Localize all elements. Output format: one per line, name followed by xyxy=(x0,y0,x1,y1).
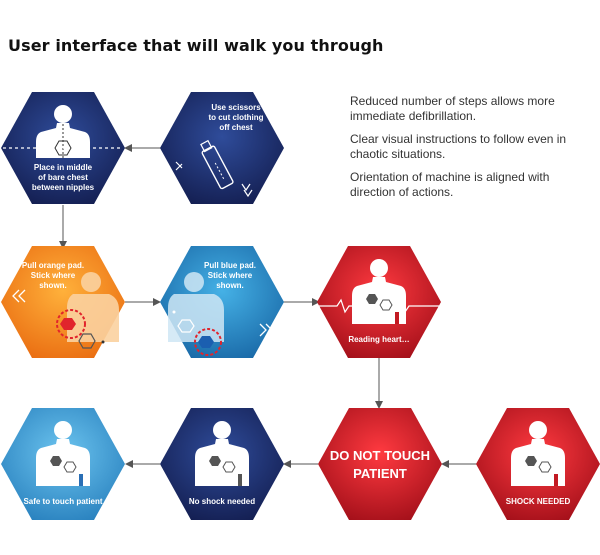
step-place-pads: Place in middle of bare chest between ni… xyxy=(1,92,125,204)
torso-icon xyxy=(67,272,119,342)
step-blue-pad: Pull blue pad. Stick where shown. xyxy=(160,246,284,358)
heartbeat-line xyxy=(319,298,439,314)
step-shock-label: SHOCK NEEDED xyxy=(506,497,571,506)
step-shock-needed: SHOCK NEEDED xyxy=(476,408,600,520)
step-reading-heart-label: Reading heart… xyxy=(348,335,409,344)
dot-icon xyxy=(101,340,105,344)
hexagon-red xyxy=(318,408,442,520)
pad-outline-hexagon-icon xyxy=(63,461,77,473)
target-hexagon-icon xyxy=(54,140,72,156)
chevron-left-icon xyxy=(12,289,26,303)
step-blue-pad-label: Pull blue pad. xyxy=(204,261,256,270)
step-safe-label: Safe to touch patient xyxy=(23,497,102,506)
scissors-icon xyxy=(200,139,234,190)
step-orange-pad-label: Stick where xyxy=(31,271,76,280)
step-place-pads-label: of bare chest xyxy=(38,173,88,182)
pad-hexagon-icon xyxy=(366,294,378,304)
torso-icon xyxy=(36,421,90,486)
pad-outline-hexagon-icon xyxy=(78,333,96,349)
pad-hexagon-icon xyxy=(525,456,537,466)
note-reduced-steps: Reduced number of steps allows more imme… xyxy=(350,94,555,123)
step-no-shock-label: No shock needed xyxy=(189,497,255,506)
torso-icon xyxy=(352,259,406,324)
step-do-not-touch: DO NOT TOUCH PATIENT xyxy=(318,408,442,520)
torso-icon xyxy=(168,272,224,342)
torso-icon xyxy=(511,421,565,486)
pad-marker-icon xyxy=(554,474,558,486)
step-scissors-label: Use scissors xyxy=(211,103,261,112)
chevron-right-icon xyxy=(259,323,273,337)
step-orange-pad-label: shown. xyxy=(39,281,67,290)
note-machine-orientation: Orientation of machine is aligned with d… xyxy=(350,170,550,199)
cut-mark-bottom xyxy=(241,183,253,198)
dot-icon xyxy=(172,310,176,314)
flow-connectors xyxy=(59,144,478,468)
pad-hexagon-icon xyxy=(60,318,76,330)
step-blue-pad-label: Stick where xyxy=(208,271,253,280)
step-blue-pad-label: shown. xyxy=(216,281,244,290)
pad-hexagon-icon xyxy=(198,336,214,348)
warning-label: DO NOT TOUCH xyxy=(330,448,430,463)
pad-hexagon-icon xyxy=(209,456,221,466)
hexagon-navy xyxy=(160,92,284,204)
pad-outline-hexagon-icon xyxy=(538,461,552,473)
step-place-pads-label: Place in middle xyxy=(34,163,93,172)
pad-marker-icon xyxy=(395,312,399,324)
pad-target-ring xyxy=(56,309,86,339)
step-place-pads-label: between nipples xyxy=(32,183,95,192)
step-scissors: Use scissors to cut clothing off chest xyxy=(160,92,284,204)
pad-hexagon-icon xyxy=(50,456,62,466)
step-orange-pad: Pull orange pad. Stick where shown. xyxy=(1,246,125,358)
pad-outline-hexagon-icon xyxy=(379,299,393,311)
step-orange-pad-label: Pull orange pad. xyxy=(22,261,84,270)
benefit-notes: Reduced number of steps allows more imme… xyxy=(350,94,590,208)
note-visual-instructions: Clear visual instructions to follow even… xyxy=(350,132,567,161)
step-scissors-label: to cut clothing xyxy=(208,113,263,122)
cut-mark-left xyxy=(175,161,183,171)
pad-target-ring xyxy=(194,328,222,356)
step-no-shock: No shock needed xyxy=(160,408,284,520)
page-title: User interface that will walk you throug… xyxy=(8,36,384,55)
step-scissors-label: off chest xyxy=(219,123,253,132)
torso-icon xyxy=(195,421,249,486)
pad-outline-hexagon-icon xyxy=(222,461,236,473)
pad-outline-hexagon-icon xyxy=(177,319,195,333)
pad-marker-icon xyxy=(238,474,242,486)
warning-label: PATIENT xyxy=(353,466,407,481)
pad-marker-icon xyxy=(79,474,83,486)
step-reading-heart: Reading heart… xyxy=(317,246,441,358)
step-safe-to-touch: Safe to touch patient xyxy=(1,408,125,520)
